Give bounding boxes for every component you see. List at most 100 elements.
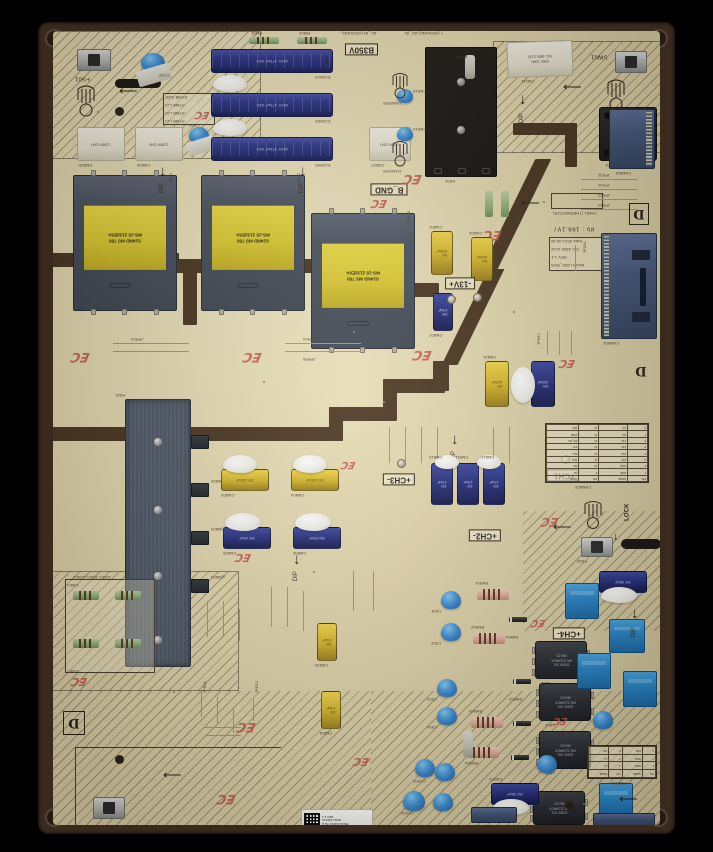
silk-model-line-2: REV 1.1 <box>551 255 567 259</box>
silk-ref-jpr05: JPR05 <box>303 357 316 361</box>
transformer-tr803-tape-text: S24ND MS 750 MS-15 2132E6A <box>346 270 380 281</box>
silk-label-13v-neg: -13V+ <box>445 277 475 289</box>
x-capacitor-cm006: L290V 224J <box>135 127 183 161</box>
silk-ref-jp021: JP021 <box>598 173 610 177</box>
capacitor-cm810: 25V470uF <box>431 463 453 505</box>
to220-qm804 <box>191 579 209 593</box>
silk-ref-cm019: CM019 <box>413 127 426 131</box>
table-row: 613V14PS_ON <box>547 437 648 443</box>
silk-ref-cm811: CM811 <box>455 455 468 459</box>
arrow-icon-top-left: ⟶ <box>119 85 138 98</box>
silk-ref-c902: C902 <box>431 641 441 645</box>
product-label-sticker: LB5 BN44-01151A TE-A BN44-01151A REV 1.1 <box>301 809 373 825</box>
connector-cnm801[interactable] <box>609 109 655 169</box>
connector-cnm802[interactable] <box>601 233 657 339</box>
table-row: 8NC16DIM <box>547 425 648 431</box>
table-row: 7NC15PWM <box>547 431 648 437</box>
silk-ref-rm902: RM902 <box>471 625 484 629</box>
silk-ref-cm007: CM007 <box>371 163 384 167</box>
silk-ref-cm803: CM803 <box>221 493 234 497</box>
silk-label-dip-4: DIP <box>293 571 299 581</box>
silk-ref-rm01: RM01 <box>251 31 262 35</box>
pinout-table-cnm802: PIN NAME PIN NAME 1GND9NC 2GND10NC 324V1… <box>545 423 649 483</box>
silk-board-code: 85 : 166.1V7 <box>553 225 594 231</box>
ec-logo-resistor-array: EC <box>70 675 88 688</box>
capacitor-cm831: 16V470uF <box>321 691 341 729</box>
resistor-rm102 <box>115 591 141 600</box>
hand-caution-icon-top-right <box>601 77 631 111</box>
legend-line-2: SYMB L2J <box>165 103 185 107</box>
silk-ref-cm805: CM805 <box>223 551 236 555</box>
silk-label-ch3: +CH3- <box>383 473 415 485</box>
silk-ref-pinout-cnm802: CNM802 <box>575 485 591 489</box>
glue-blob-cm820 <box>511 367 535 403</box>
silk-label-thermistor: TH801 (THERMISTOR) <box>553 211 597 215</box>
silk-ref-fs01: FS01 <box>75 75 90 81</box>
arrow-icon-top-right: ⟶ <box>563 81 582 94</box>
capacitor-cm812: 25V470uF <box>483 463 505 505</box>
arrow-icon-dip-2: ↑ <box>159 165 167 180</box>
pcb-board-face: FS01 ⟶ CY02 SYMB SIZE SYMB L2J SYMB L2J … <box>53 31 660 825</box>
resistor-rm903 <box>471 717 503 728</box>
silk-box-thermistor <box>551 193 603 209</box>
diode-dm903 <box>513 721 531 726</box>
x-capacitor-cm005: L290V 224J <box>77 127 125 161</box>
bulk-capacitor-ec803s: 450V 470uF 85C <box>211 137 333 161</box>
ceramic-cap-c904 <box>437 707 457 725</box>
table-row: 513V13INT <box>547 444 648 450</box>
to220-qm802 <box>191 483 209 497</box>
silk-ref-cm807: CM807 <box>429 333 442 337</box>
to220-qm801 <box>191 435 209 449</box>
table-row: 1GND9NC <box>547 469 648 475</box>
test-pad-13v-a <box>447 295 456 304</box>
resistor-rm101 <box>73 591 99 600</box>
ec-logo-caps-low: EC <box>234 551 252 564</box>
silk-ref-cm801: CM801 <box>429 225 442 229</box>
ec-logo-tr-left: EC <box>69 349 91 364</box>
capacitor-cm821: 25V1000uF <box>485 361 509 407</box>
silk-ref-cm005: CM005 <box>79 163 92 167</box>
glue-blob-cm805 <box>225 513 261 531</box>
silk-ref-c904: C904 <box>427 725 437 729</box>
silk-ref-jpr12: JPR12 <box>255 681 259 694</box>
silk-label-danger-1: DANGER <box>383 101 401 105</box>
ec-logo-caps-mid: EC <box>340 459 357 470</box>
silk-ref-rm100a: 100KJ <box>67 583 79 587</box>
ceramic-cap-c902 <box>441 623 461 641</box>
ec-logo-right-low: EC <box>558 357 576 370</box>
connector-cnm904[interactable] <box>471 807 517 823</box>
bulk-capacitor-ec803s-text: 450V 470uF 85C <box>212 138 332 160</box>
table-row: 2GND5V+ <box>589 754 656 762</box>
silk-ref-cm830: CM830 <box>315 663 328 667</box>
fuse-holder-fs03 <box>93 797 125 819</box>
bulk-capacitor-ec802s: 450V 470uF 85C <box>211 93 333 117</box>
ec-logo-driver-3: EC <box>352 755 370 768</box>
connector-cnm903[interactable] <box>593 813 655 825</box>
silk-ref-cy02: CY02 <box>159 73 169 77</box>
silk-marker-ac-in-left: AC_IN (GROUND) - <box>339 31 376 35</box>
silk-label-dip-1: DIP <box>519 113 525 123</box>
silk-label-resistor-array: 100KJ 100KJ 100KJ <box>73 575 111 579</box>
film-capacitor-cb903 <box>623 671 657 707</box>
silk-ref-rm903: RM903 <box>469 709 482 713</box>
ceramic-cap-c906 <box>433 793 453 811</box>
transformer-tr801: S24ND MS 750 MS-15 2132E6A <box>73 175 177 311</box>
table-row: 3DIM6ON <box>589 747 656 755</box>
hand-caution-icon-lock <box>579 497 607 529</box>
fusible-resistor-rm02 <box>297 37 327 44</box>
table-row: 1GND4V+ <box>589 762 656 770</box>
silk-ref-rm02: RM02 <box>299 31 310 35</box>
silk-ref-cy03: CY03 <box>189 123 199 127</box>
arrow-icon-lock: ⟶ <box>553 521 572 534</box>
table-row: 424V12SCL <box>547 450 648 456</box>
arrow-icon-dip-4: ↑ <box>293 553 301 568</box>
silk-ref-cnm801: CNM801 <box>615 171 631 175</box>
table-row: 2GND10NC <box>547 463 648 469</box>
ceramic-cap-c905 <box>435 763 455 781</box>
transformer-tr803: S24ND MS 750 MS-15 2132E6A <box>311 213 415 349</box>
silk-ref-cm011: CM011 <box>521 79 534 83</box>
silk-label-danger-2: DANGER <box>383 169 401 173</box>
resistor-rm902 <box>473 633 505 644</box>
glue-blob-cm804 <box>293 455 327 473</box>
